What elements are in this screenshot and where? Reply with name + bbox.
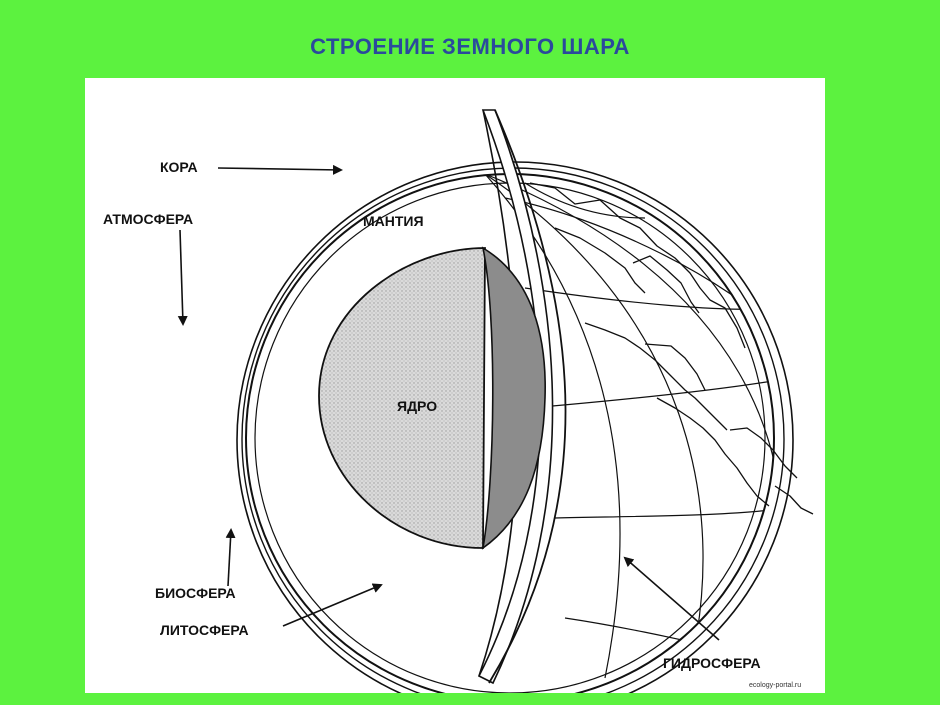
label-hydrosphere: ГИДРОСФЕРА — [663, 655, 761, 671]
label-mantle: МАНТИЯ — [363, 213, 424, 229]
slide-title: СТРОЕНИЕ ЗЕМНОГО ШАРА — [310, 34, 630, 59]
label-biosphere: БИОСФЕРА — [155, 585, 236, 601]
cutaway-outer-edge — [488, 109, 567, 684]
atmosphere-arrow — [177, 229, 188, 326]
watermark: ecology-portal.ru — [749, 682, 801, 689]
globe-grid — [484, 174, 774, 689]
label-crust: КОРА — [160, 159, 198, 175]
crust-arrow — [217, 164, 343, 175]
label-arrows — [177, 164, 720, 641]
label-atmosphere: АТМОСФЕРА — [103, 211, 193, 227]
core-hemisphere — [318, 247, 486, 549]
label-core: ЯДРО — [397, 398, 437, 414]
continent-outlines — [529, 182, 814, 515]
hydrosphere-arrow — [623, 556, 720, 641]
label-lithosphere: ЛИТОСФЕРА — [160, 622, 249, 638]
core-cut-face — [481, 246, 546, 550]
lithosphere-arrow — [282, 583, 383, 627]
earth-diagram: КОРА АТМОСФЕРА МАНТИЯ ЯДРО БИОСФЕРА ЛИТО… — [103, 109, 814, 693]
earth-structure-figure: КОРА АТМОСФЕРА МАНТИЯ ЯДРО БИОСФЕРА ЛИТО… — [85, 78, 825, 693]
crust-cutaway — [477, 109, 554, 685]
biosphere-arrow — [225, 528, 236, 587]
